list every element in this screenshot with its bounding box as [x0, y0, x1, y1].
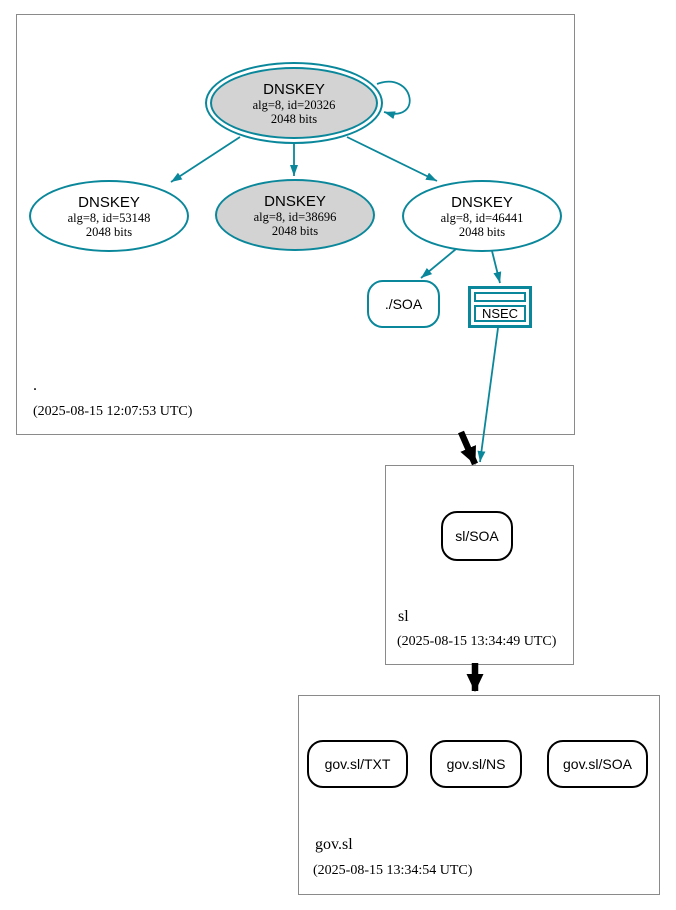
dnskey-title: DNSKEY	[451, 193, 513, 211]
dnskey-bits: 2048 bits	[458, 224, 506, 239]
rrset-govsl-ns[interactable]: gov.sl/NS	[430, 740, 522, 788]
edge-delegation-root-to-sl	[458, 430, 478, 466]
dnskey-ksk-20326-inner: DNSKEY alg=8, id=20326 2048 bits	[210, 67, 378, 139]
dnskey-alg-id: alg=8, id=38696	[253, 209, 337, 224]
zone-box-sl	[385, 465, 574, 665]
rrset-sl-soa[interactable]: sl/SOA	[441, 511, 513, 561]
nsec-node[interactable]: NSEC	[468, 286, 532, 328]
dnskey-46441[interactable]: DNSKEY alg=8, id=46441 2048 bits	[402, 180, 562, 252]
rrset-label: gov.sl/TXT	[324, 756, 391, 772]
zone-name-root: .	[33, 377, 37, 394]
zone-box-root	[16, 14, 575, 435]
dnskey-alg-id: alg=8, id=20326	[252, 97, 336, 112]
rrset-govsl-txt[interactable]: gov.sl/TXT	[307, 740, 408, 788]
rrset-label: sl/SOA	[455, 528, 499, 544]
dnskey-alg-id: alg=8, id=46441	[440, 210, 524, 225]
rrset-govsl-soa[interactable]: gov.sl/SOA	[547, 740, 648, 788]
rrset-root-soa[interactable]: ./SOA	[367, 280, 440, 328]
dnskey-bits: 2048 bits	[85, 224, 133, 239]
zone-name-sl: sl	[398, 608, 409, 625]
dnskey-alg-id: alg=8, id=53148	[67, 210, 151, 225]
zone-box-govsl	[298, 695, 660, 895]
rrset-label: gov.sl/SOA	[563, 756, 632, 772]
dnskey-ksk-20326[interactable]: DNSKEY alg=8, id=20326 2048 bits	[205, 62, 383, 144]
dnskey-53148[interactable]: DNSKEY alg=8, id=53148 2048 bits	[29, 180, 189, 252]
dnskey-bits: 2048 bits	[270, 111, 318, 126]
dnskey-38696[interactable]: DNSKEY alg=8, id=38696 2048 bits	[215, 179, 375, 251]
dnskey-title: DNSKEY	[263, 80, 325, 98]
zone-timestamp-root: (2025-08-15 12:07:53 UTC)	[33, 404, 193, 419]
nsec-rrsig-band	[474, 292, 526, 302]
zone-timestamp-sl: (2025-08-15 13:34:49 UTC)	[397, 634, 557, 649]
dnskey-title: DNSKEY	[264, 192, 326, 210]
rrset-label: ./SOA	[384, 296, 423, 312]
dnskey-title: DNSKEY	[78, 193, 140, 211]
nsec-label: NSEC	[474, 305, 526, 322]
dnskey-bits: 2048 bits	[271, 223, 319, 238]
zone-timestamp-govsl: (2025-08-15 13:34:54 UTC)	[313, 863, 473, 878]
zone-name-govsl: gov.sl	[315, 836, 353, 853]
rrset-label: gov.sl/NS	[446, 756, 506, 772]
